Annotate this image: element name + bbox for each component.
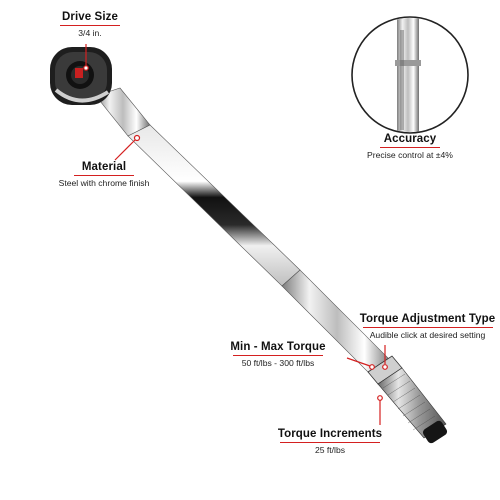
- material-title: Material: [81, 161, 127, 173]
- range-rule: [233, 355, 323, 356]
- range-desc: 50 ft/lbs - 300 ft/lbs: [241, 358, 315, 368]
- increments-desc: 25 ft/lbs: [314, 445, 346, 455]
- range-title: Min - Max Torque: [230, 341, 326, 353]
- adjustment-rule: [362, 327, 493, 328]
- material-callout: Material Steel with chrome finish: [45, 160, 163, 189]
- drive-size-desc: 3/4 in.: [78, 28, 102, 38]
- adjustment-desc: Audible click at desired setting: [369, 330, 486, 340]
- accuracy-callout: Accuracy Precise control at ±4%: [350, 132, 470, 161]
- increments-callout: Torque Increments 25 ft/lbs: [270, 427, 390, 456]
- increments-title: Torque Increments: [277, 428, 383, 440]
- drive-size-callout: Drive Size 3/4 in.: [50, 10, 130, 39]
- ratchet-head: [50, 47, 112, 105]
- drive-size-title: Drive Size: [62, 11, 118, 23]
- drive-size-rule: [60, 25, 120, 26]
- increments-rule: [280, 442, 380, 443]
- wrench-body: [95, 87, 448, 444]
- accuracy-title: Accuracy: [383, 133, 437, 145]
- material-desc: Steel with chrome finish: [58, 178, 150, 188]
- accuracy-detail-inset: [351, 16, 469, 134]
- range-callout: Min - Max Torque 50 ft/lbs - 300 ft/lbs: [228, 340, 328, 369]
- callout-markers: [83, 44, 388, 425]
- accuracy-rule: [380, 147, 440, 148]
- material-rule: [74, 175, 134, 176]
- adjustment-title: Torque Adjustment Type: [359, 313, 496, 325]
- accuracy-desc: Precise control at ±4%: [367, 150, 453, 160]
- adjustment-callout: Torque Adjustment Type Audible click at …: [355, 312, 500, 341]
